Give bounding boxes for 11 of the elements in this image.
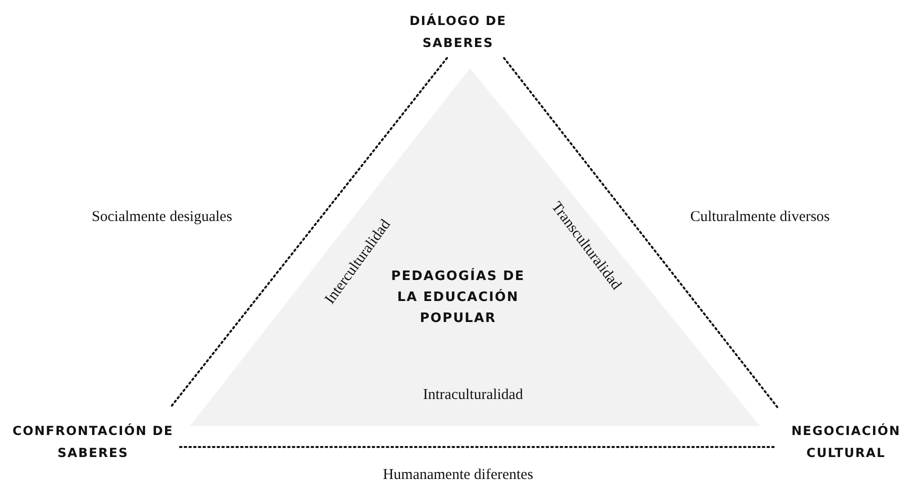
side-label: Intraculturalidad — [423, 386, 523, 405]
corner-label: CONFRONTACIÓN DE SABERES — [12, 422, 174, 462]
corner-label: NEGOCIACIÓN CULTURAL — [790, 422, 902, 462]
side-label: Humanamente diferentes — [382, 466, 534, 485]
dotted-line — [503, 57, 779, 409]
side-label: Culturalmente diversos — [690, 208, 830, 227]
corner-label: DIÁLOGO DE SABERES — [408, 12, 508, 52]
dotted-line — [169, 57, 448, 409]
side-label: Socialmente desiguales — [92, 208, 232, 227]
dotted-line — [179, 446, 777, 448]
center-title: PEDAGOGÍAS DE LA EDUCACIÓN POPULAR — [390, 267, 526, 328]
